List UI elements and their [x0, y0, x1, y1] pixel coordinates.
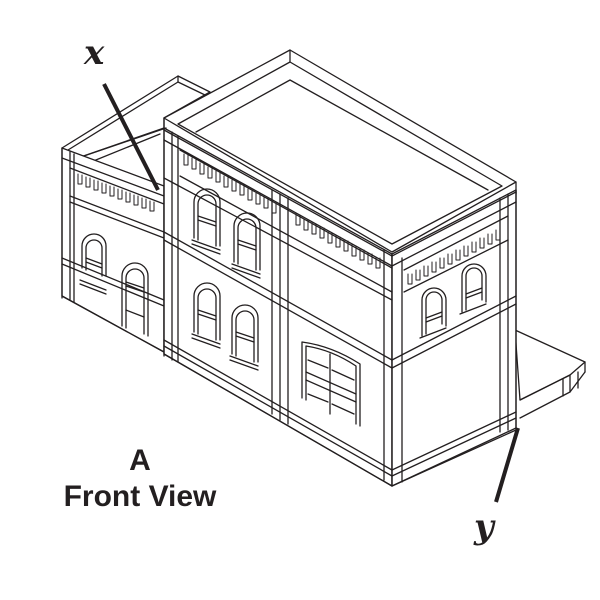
- view-letter: A: [129, 444, 151, 477]
- callout-label-y: y: [474, 507, 494, 547]
- window-side-1: [419, 287, 447, 339]
- door-left-wing: [121, 262, 149, 337]
- side-platform: [514, 329, 586, 419]
- window-side-2: [459, 263, 487, 315]
- left-wing: [61, 75, 211, 353]
- dentils-front-bay-1: [183, 153, 277, 214]
- view-title: Front View: [63, 480, 217, 513]
- dentils-left-wing: [77, 173, 155, 212]
- window-front-upper-1: [191, 188, 221, 255]
- cargo-door: [301, 341, 361, 427]
- dentils-front-bay-2: [295, 213, 381, 269]
- pilasters: [163, 127, 517, 487]
- main-building: [163, 49, 517, 487]
- window-left-wing-1: [79, 233, 107, 295]
- window-front-lower-1: [191, 282, 221, 349]
- callout-label-x: x: [84, 33, 105, 73]
- window-front-upper-2: [231, 212, 261, 279]
- leader-line-x: [102, 83, 160, 191]
- leader-line-y: [494, 427, 520, 503]
- dentils-side: [407, 229, 501, 285]
- window-front-lower-2: [229, 304, 259, 371]
